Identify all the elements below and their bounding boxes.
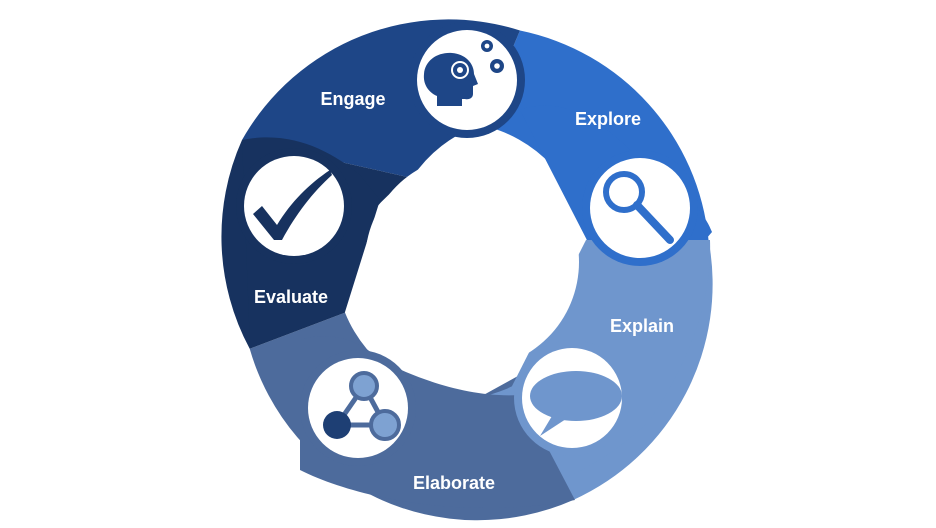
label-engage: Engage <box>320 89 385 109</box>
magnifier-icon <box>603 171 674 244</box>
connected-nodes-icon <box>323 371 401 441</box>
icon-disc-evaluate <box>236 148 352 264</box>
label-explore: Explore <box>575 109 641 129</box>
checkmark-icon <box>253 170 332 240</box>
center-hole <box>365 155 579 369</box>
speech-bubble-icon <box>530 371 622 436</box>
icon-disc-explain <box>514 340 630 456</box>
label-explain: Explain <box>610 316 674 336</box>
icon-disc-elaborate <box>300 350 416 466</box>
head-gears-icon <box>423 40 504 106</box>
label-elaborate: Elaborate <box>413 473 495 493</box>
icon-disc-explore <box>582 150 698 266</box>
label-evaluate: Evaluate <box>254 287 328 307</box>
icon-disc-engage <box>409 22 525 138</box>
